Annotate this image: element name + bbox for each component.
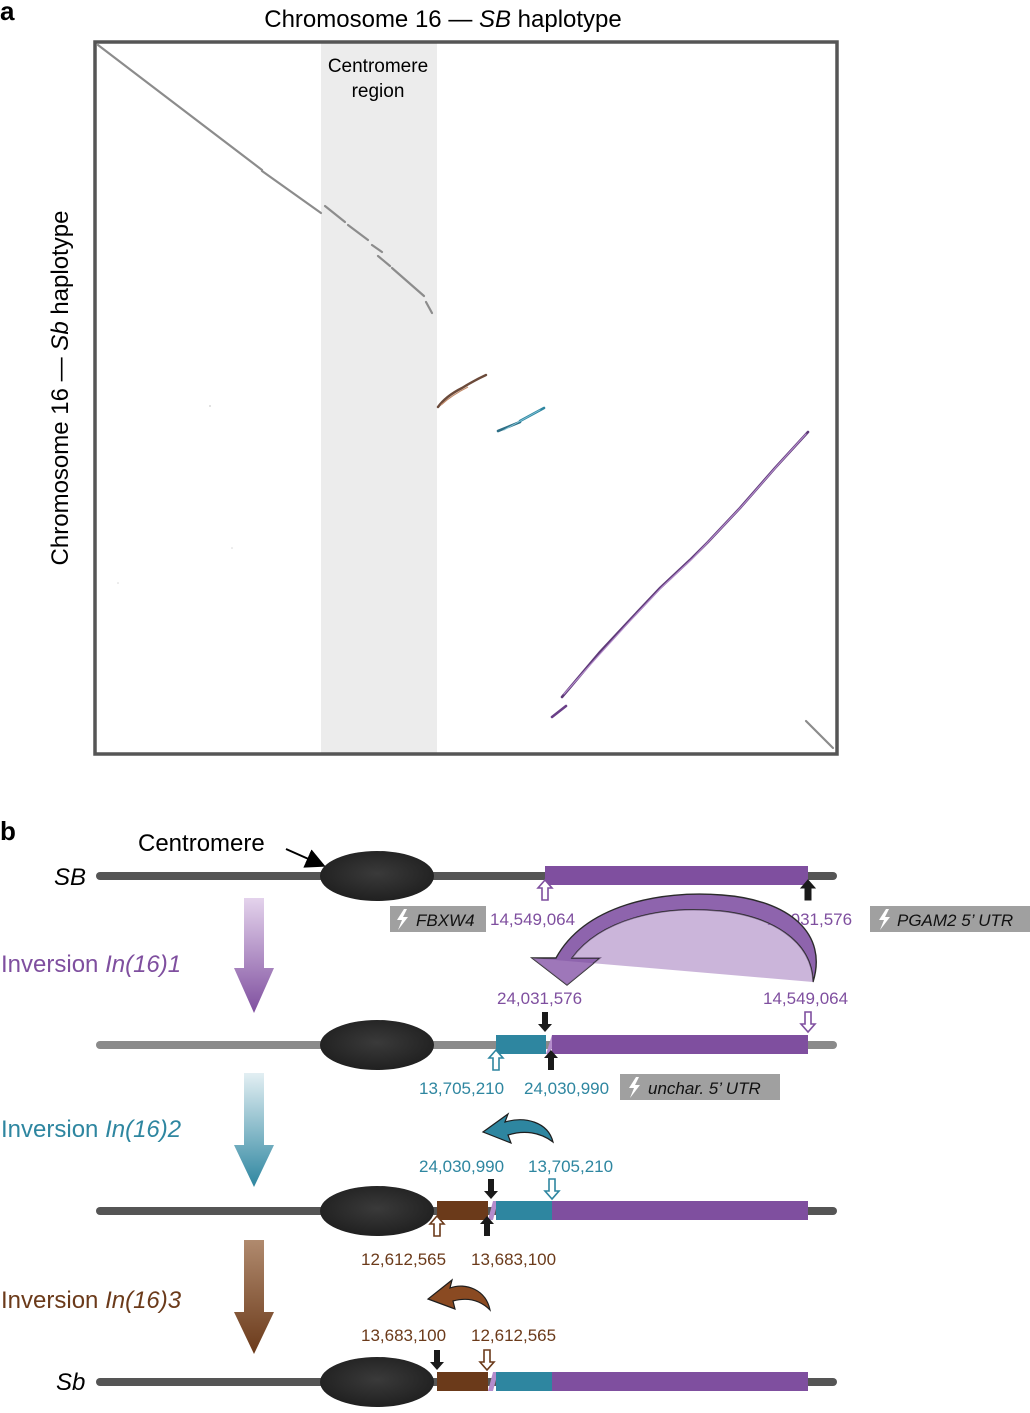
dotplot-frame [93,40,839,756]
gene-pgam2-label: PGAM2 5’ UTR [897,911,1013,930]
dotplot-title: Chromosome 16 — SB haplotype [264,6,622,33]
inversion-1-down-arrow [234,898,274,1013]
inversion-3-curved-arrow [426,1278,491,1312]
purple-segment-row3 [552,1201,808,1220]
purple-segment-row2 [552,1035,808,1054]
centromere-label: Centromere [138,830,265,857]
centromere-row4 [320,1357,434,1407]
purple-segment-row4 [552,1372,808,1391]
breakpoint-arrow-open-row3-top [543,1178,561,1201]
centromere-row3 [320,1186,434,1236]
panel-b-letter: b [0,816,16,846]
row3-bottom-left-coordinate: 12,612,565 [361,1250,446,1269]
sb-lower-row-label: Sb [56,1369,85,1396]
dotplot-brown-highlight [440,386,469,406]
breakpoint-arrow-open-row2-bottom [487,1048,505,1071]
centromere-region-label-2: region [352,81,405,102]
inversion-1-label: Inversion In(16)1 [1,951,181,978]
dotplot-brown-alignment [436,373,488,409]
breakpoint-arrow-open-row2-top [799,1011,817,1034]
inversion-2-down-arrow [234,1073,274,1187]
row4-top-right-coordinate: 12,612,565 [471,1326,556,1345]
inversion-3-label: Inversion In(16)3 [1,1287,182,1314]
break-bolt-icon [629,1077,640,1098]
breakpoint-arrow-open-row3-bottom [428,1214,446,1237]
dotplot-noise [117,405,233,584]
break-bolt-icon [397,909,408,930]
breakpoint-arrow-filled-row3-top [484,1179,498,1199]
centromere-region-label-1: Centromere [328,56,428,77]
breakpoint-hatch-row3 [488,1201,498,1220]
inversion-2-label: Inversion In(16)2 [1,1116,181,1143]
centromere-row1 [320,851,434,901]
row3-top-left-coordinate: 24,030,990 [419,1157,504,1176]
dotplot-teal-alignment [496,406,546,433]
breakpoint-arrow-open-row4 [478,1349,496,1372]
dotplot-gray-alignments [96,43,835,750]
brown-segment-row4 [437,1372,488,1391]
breakpoint-arrow-filled-row4 [430,1350,444,1370]
teal-segment-row2 [496,1035,546,1054]
breakpoint-arrow-open-row1 [536,878,554,901]
teal-segment-row4 [496,1372,552,1391]
centromere-pointer-arrow [285,848,326,868]
centromere-region-shade [321,43,437,753]
gene-box-unchar [620,1074,780,1100]
gene-fbxw4-label: FBXW4 [416,911,475,930]
row3-top-right-coordinate: 13,705,210 [528,1157,613,1176]
gene-box-pgam2 [870,906,1030,932]
inversion-3-down-arrow [234,1240,274,1354]
breakpoint-arrow-filled-row1 [799,879,817,901]
panel-a-letter: a [0,0,15,26]
row2-bottom-right-coordinate: 24,030,990 [524,1079,609,1098]
dotplot-y-label: Chromosome 16 — Sb haplotype [47,211,74,566]
teal-segment-row3 [496,1201,552,1220]
row2-top-right-coordinate: 14,549,064 [763,989,848,1008]
breakpoint-arrow-filled-row2-bottom [544,1050,558,1070]
purple-segment-row1 [545,866,808,885]
breakpoint-arrow-filled-row3-bottom [480,1216,494,1236]
centromere-row2 [320,1020,434,1070]
inversion-2-curved-arrow [481,1112,555,1145]
row3-bottom-right-coordinate: 13,683,100 [471,1250,556,1269]
breakpoint-hatch-row4 [488,1372,498,1391]
row1-left-coordinate: 14,549,064 [490,910,575,929]
brown-segment-row3 [437,1201,488,1220]
break-bolt-icon [879,909,890,930]
dotplot-purple-alignment [550,430,810,719]
gene-unchar-label: unchar. 5’ UTR [648,1079,761,1098]
row4-top-left-coordinate: 13,683,100 [361,1326,446,1345]
row2-top-left-coordinate: 24,031,576 [497,989,582,1008]
breakpoint-arrow-filled-row2-top [538,1012,552,1032]
sb-row-label: SB [54,864,86,891]
row2-bottom-left-coordinate: 13,705,210 [419,1079,504,1098]
